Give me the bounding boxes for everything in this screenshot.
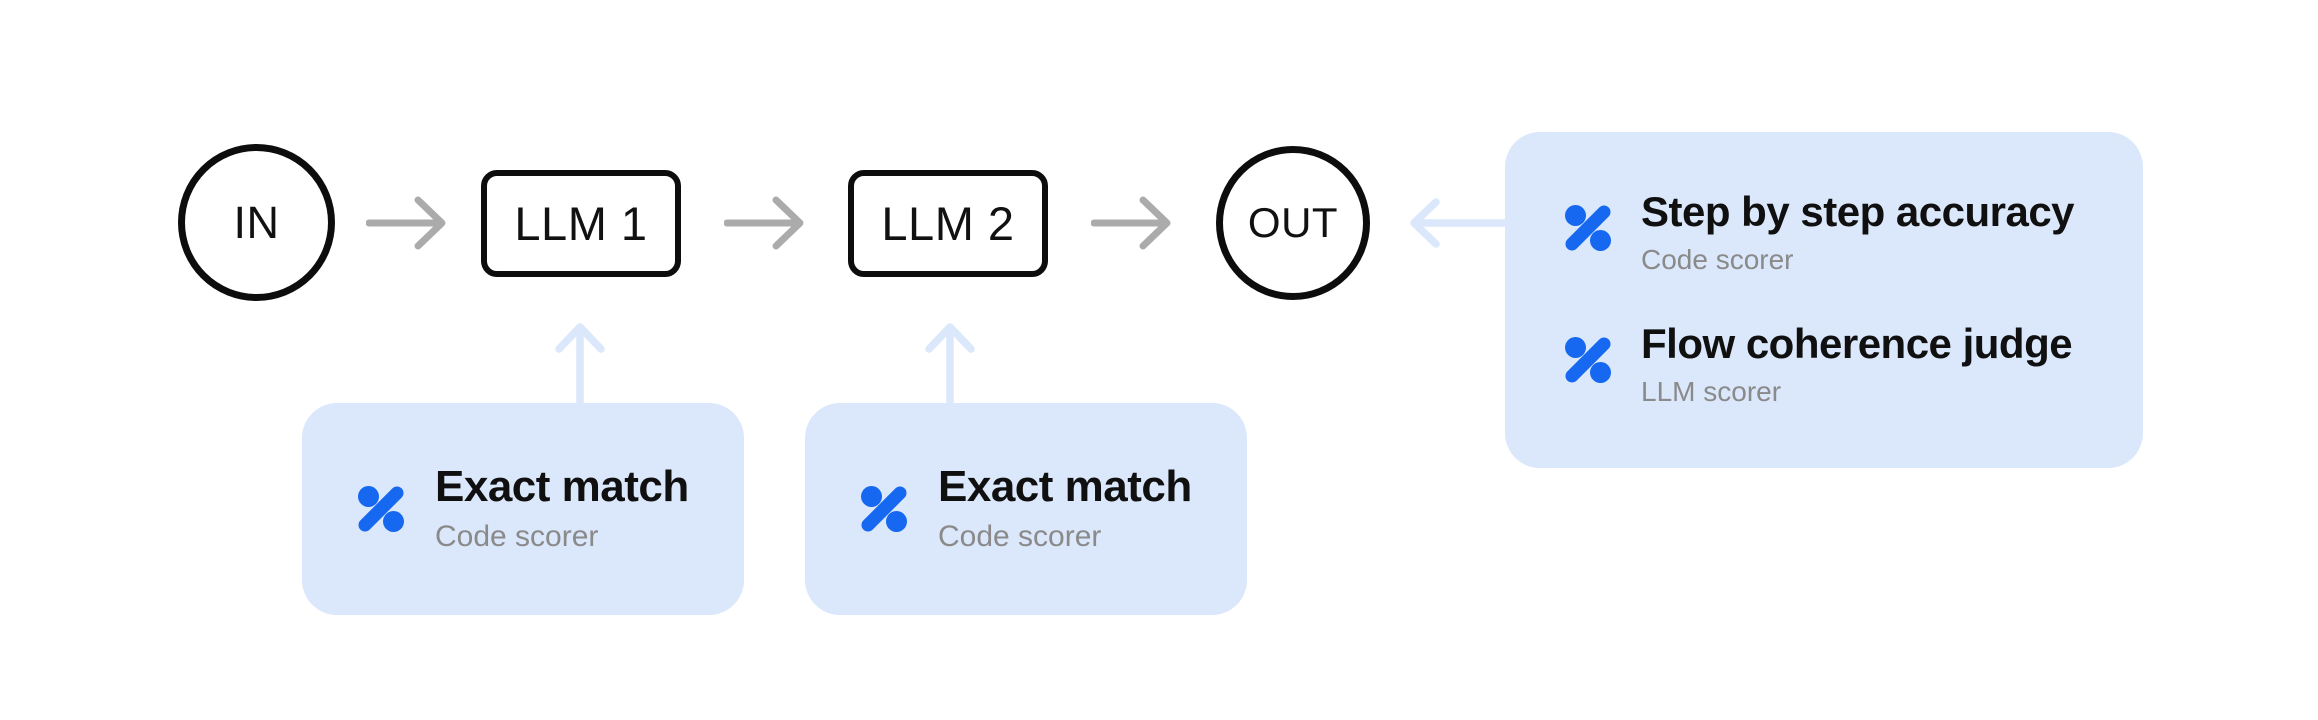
percent-scorer-icon: [861, 486, 907, 532]
percent-scorer-icon: [358, 486, 404, 532]
scorer-item: Flow coherence judge LLM scorer: [1565, 320, 2107, 411]
flow-arrow-in-to-llm1-icon: [366, 196, 446, 250]
scorer-arrow-card-to-llm2-icon: [925, 323, 975, 404]
output-node-label: OUT: [1247, 199, 1339, 246]
scorer-title: Step by step accuracy: [1641, 188, 2075, 235]
scorer-arrow-card-to-llm1-icon: [555, 323, 605, 404]
llm2-scorer-card: Exact match Code scorer: [805, 403, 1247, 615]
llm2-node-label: LLM 2: [881, 197, 1015, 250]
llm1-node-label: LLM 1: [514, 197, 648, 250]
scorer-subtitle: Code scorer: [938, 519, 1102, 553]
scorer-text: Step by step accuracy Code scorer: [1641, 188, 2075, 279]
llm2-node: LLM 2: [848, 170, 1048, 277]
output-node: OUT: [1216, 146, 1370, 300]
flow-arrow-llm1-to-llm2-icon: [724, 196, 804, 250]
percent-scorer-icon: [1565, 205, 1611, 251]
percent-scorer-icon: [1565, 336, 1611, 383]
output-scorer-card: Step by step accuracy Code scorer Flow c…: [1505, 132, 2143, 468]
flow-arrow-llm2-to-out-icon: [1091, 196, 1171, 250]
scorer-text: Flow coherence judge LLM scorer: [1641, 319, 2073, 411]
input-node-label: IN: [233, 197, 280, 248]
scorer-title: Exact match: [435, 462, 689, 512]
scorer-subtitle: LLM scorer: [1641, 375, 1782, 407]
scorer-item: Exact match Code scorer: [861, 462, 1192, 556]
scorer-arrow-card-to-out-icon: [1410, 198, 1507, 248]
llm1-scorer-card: Exact match Code scorer: [302, 403, 744, 615]
scorer-subtitle: Code scorer: [1641, 244, 1794, 276]
llm1-node: LLM 1: [481, 170, 681, 277]
input-node: IN: [178, 144, 335, 301]
scorer-text: Exact match Code scorer: [938, 462, 1192, 556]
scorer-title: Flow coherence judge: [1641, 319, 2073, 367]
scorer-title: Exact match: [938, 462, 1192, 512]
scorer-item: Exact match Code scorer: [358, 462, 689, 556]
scorer-text: Exact match Code scorer: [435, 462, 689, 556]
scorer-subtitle: Code scorer: [435, 519, 599, 553]
scorer-item: Step by step accuracy Code scorer: [1565, 188, 2107, 279]
